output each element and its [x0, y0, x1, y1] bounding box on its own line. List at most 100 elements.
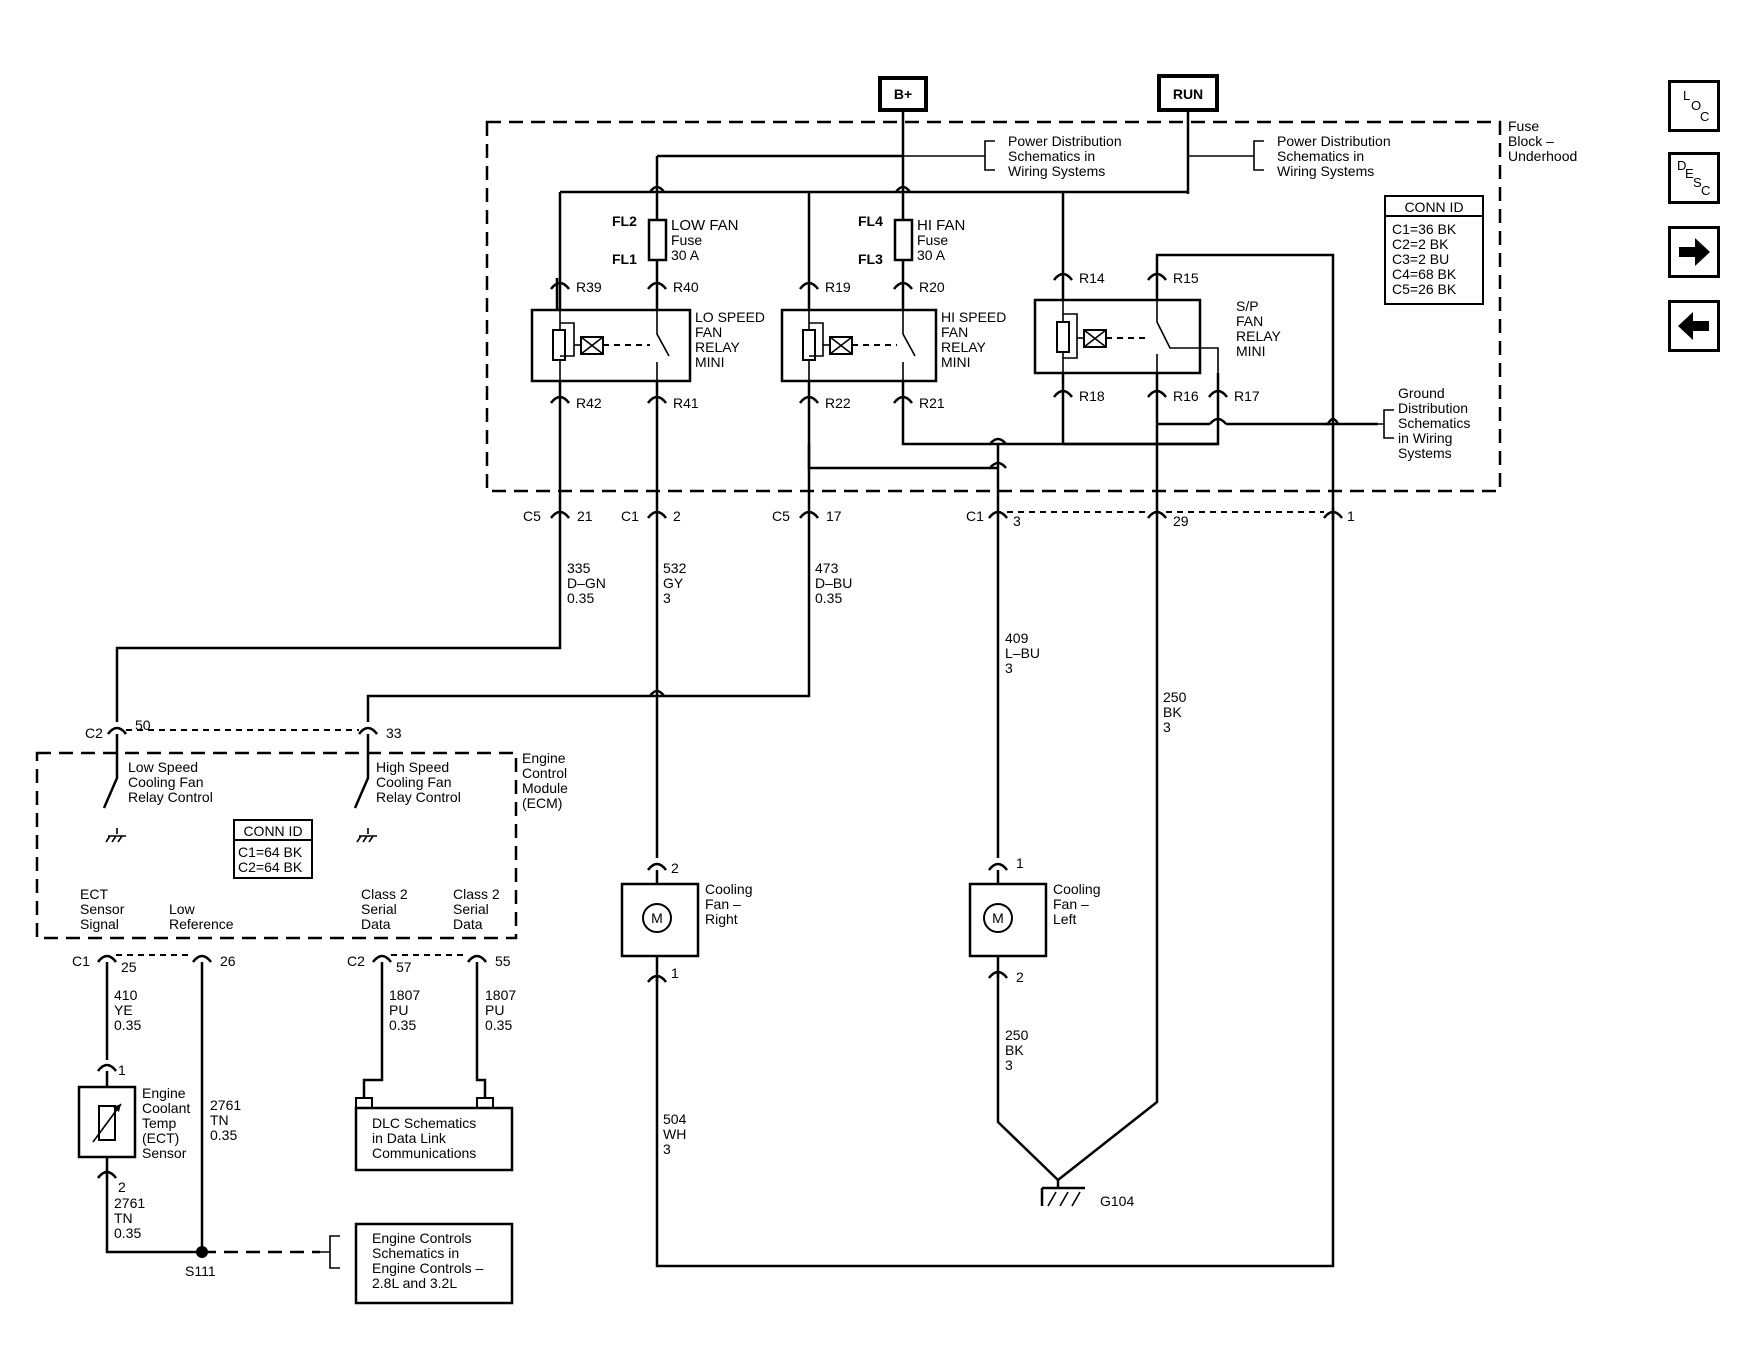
ecm-name: Engine Control Module (ECM) — [522, 750, 572, 811]
svg-text:1: 1 — [1016, 855, 1024, 871]
ground-g104: G104 — [1040, 1180, 1134, 1209]
svg-text:2: 2 — [671, 860, 679, 876]
svg-text:1: 1 — [1347, 508, 1355, 524]
svg-text:HI FAN Fuse 30 A: HI FAN Fuse 30 A — [917, 217, 969, 263]
ecm-downstream-wiring: S111 — [105, 962, 487, 1279]
svg-text:R39: R39 — [576, 279, 602, 295]
loc-button[interactable]: L O C — [1668, 80, 1720, 132]
relay-pins: R39 R40 R42 R41 R19 R20 R22 R21 R14 R15 … — [550, 270, 1260, 411]
svg-text:C1: C1 — [72, 953, 90, 969]
ecm-conn-id-table: CONN ID C1=64 BK C2=64 BK — [233, 819, 313, 879]
desc-icon: D E S C — [1677, 158, 1710, 198]
svg-text:FL2: FL2 — [612, 213, 637, 229]
ecm-outline — [35, 751, 518, 940]
svg-text:57: 57 — [396, 959, 412, 975]
svg-text:1: 1 — [671, 965, 679, 981]
fuse-block-conn-id-table: CONN ID C1=36 BK C2=2 BK C3=2 BU C4=68 B… — [1384, 195, 1484, 305]
svg-text:D: D — [1677, 158, 1686, 173]
back-button[interactable] — [1668, 300, 1720, 352]
svg-text:R21: R21 — [919, 395, 945, 411]
splice-s111: S111 — [185, 1263, 216, 1279]
svg-text:M: M — [992, 910, 1004, 926]
svg-text:2: 2 — [118, 1179, 126, 1195]
svg-text:C3=2 BU: C3=2 BU — [1392, 251, 1449, 267]
low-fan-fuse: FL2 FL1 LOW FAN Fuse 30 A — [612, 213, 739, 267]
svg-text:R20: R20 — [919, 279, 945, 295]
ect-sensor: 1 2 Engine Coolant Temp (ECT) Sensor — [77, 1062, 194, 1195]
svg-text:C1=36 BK: C1=36 BK — [1392, 221, 1457, 237]
svg-text:FL1: FL1 — [612, 251, 637, 267]
svg-text:C1: C1 — [966, 508, 984, 524]
svg-text:R17: R17 — [1234, 388, 1260, 404]
svg-text:R19: R19 — [825, 279, 851, 295]
svg-text:C5=26 BK: C5=26 BK — [1392, 281, 1457, 297]
svg-text:R42: R42 — [576, 395, 602, 411]
svg-text:Power Distribution Schem: Power Distribution Schematics in Wiring … — [1277, 133, 1395, 179]
svg-text:50: 50 — [135, 717, 151, 733]
svg-text:R14: R14 — [1079, 270, 1105, 286]
fuse-block-outline — [485, 120, 1502, 493]
bplus-label: B+ — [894, 86, 912, 102]
lo-speed-fan-relay: LO SPEED FAN RELAY MINI — [530, 308, 769, 383]
run-source: RUN — [1157, 74, 1219, 112]
svg-text:2: 2 — [673, 508, 681, 524]
power-distribution-ref-1: Power Distribution Schematics in Wiring … — [904, 133, 1126, 179]
run-label: RUN — [1173, 86, 1203, 102]
external-wiring — [115, 518, 1335, 1268]
svg-text:R41: R41 — [673, 395, 699, 411]
forward-button[interactable] — [1668, 226, 1720, 278]
svg-text:C1: C1 — [621, 508, 639, 524]
svg-text:Engine Coolant Tem: Engine Coolant Temp (ECT) Sensor — [142, 1085, 194, 1161]
desc-button[interactable]: D E S C — [1668, 152, 1720, 204]
fuse-block-name: Fuse Block – Underhood — [1508, 118, 1577, 164]
svg-text:17: 17 — [826, 508, 842, 524]
svg-text:C1=64 BK: C1=64 BK — [238, 844, 303, 860]
ground-distribution-ref: Ground Distribution Schematics in Wiring… — [1378, 385, 1470, 461]
svg-text:FL4: FL4 — [858, 213, 883, 229]
svg-text:M: M — [651, 910, 663, 926]
svg-text:C2: C2 — [347, 953, 365, 969]
svg-text:CONN ID: CONN ID — [1404, 199, 1463, 215]
hi-fan-fuse: FL4 FL3 HI FAN Fuse 30 A — [858, 213, 969, 267]
fuse-block-connector-pins: C5 21 C1 2 C5 17 C1 3 29 1 — [523, 508, 1355, 529]
svg-text:Power Distribution Schem: Power Distribution Schematics in Wiring … — [1008, 133, 1126, 179]
back-arrow-icon — [1678, 312, 1709, 340]
svg-text:C2: C2 — [85, 725, 103, 741]
svg-text:HI SPEED FAN RELAY: HI SPEED FAN RELAY MINI — [941, 309, 1010, 370]
power-distribution-ref-2: Power Distribution Schematics in Wiring … — [1188, 133, 1395, 179]
sp-fan-relay: S/P FAN RELAY MINI — [1033, 298, 1282, 375]
hi-speed-fan-relay: HI SPEED FAN RELAY MINI — [780, 308, 1010, 383]
svg-text:CONN ID: CONN ID — [243, 823, 302, 839]
svg-text:25: 25 — [121, 959, 137, 975]
svg-text:C5: C5 — [523, 508, 541, 524]
svg-text:C2=2 BK: C2=2 BK — [1392, 236, 1449, 252]
svg-text:LO SPEED FAN RELAY: LO SPEED FAN RELAY MINI — [695, 309, 769, 370]
svg-text:E: E — [1685, 166, 1694, 181]
